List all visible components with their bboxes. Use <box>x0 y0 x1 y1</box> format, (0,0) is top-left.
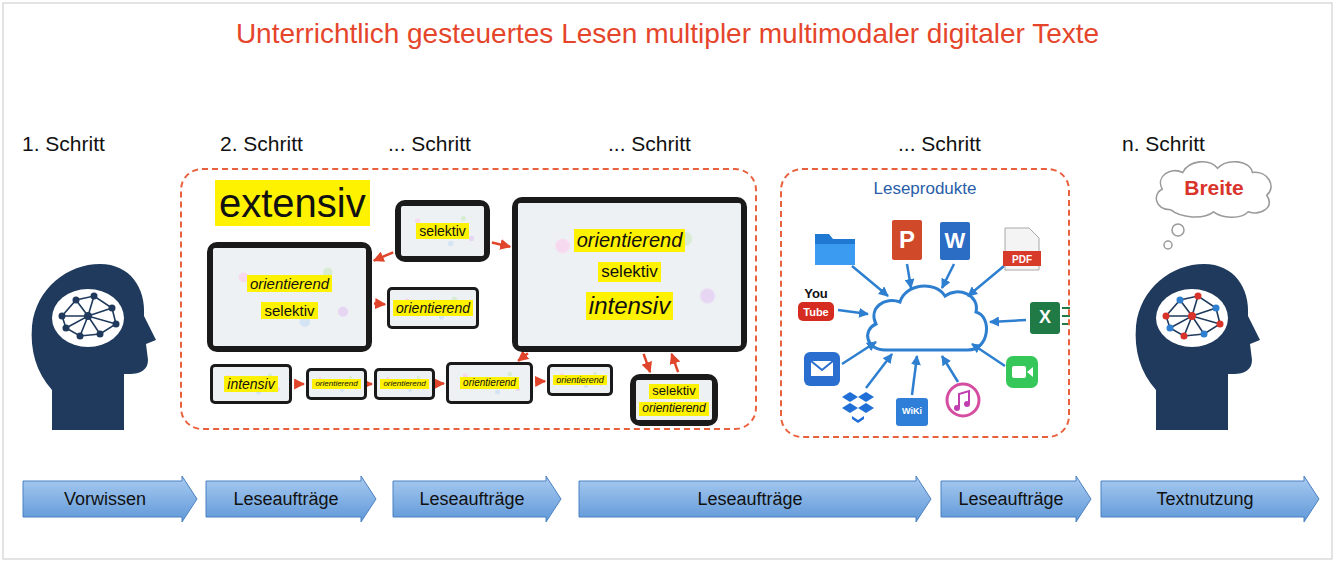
step-label: n. Schritt <box>1122 132 1205 155</box>
arrow-body <box>393 476 561 522</box>
step-arrow: Leseaufträge <box>940 475 1092 523</box>
icon-label: P <box>899 227 915 253</box>
reading-mode: orientierend <box>312 379 360 388</box>
mail-icon <box>804 352 840 386</box>
reading-path-arrow <box>294 383 304 386</box>
tablet: orientierend <box>547 364 613 396</box>
arrow-body <box>941 476 1091 522</box>
reading-path-arrow <box>437 382 444 385</box>
reading-mode: orientierend <box>553 375 607 385</box>
step-label: ... Schritt <box>388 132 471 155</box>
reading-mode: orientierend <box>393 300 473 316</box>
zone-title: extensiv <box>215 180 370 226</box>
icon-label: PDF <box>1012 254 1032 265</box>
tablet: selektiv <box>395 200 490 262</box>
arrow-body <box>206 476 376 522</box>
reading-mode: selektiv <box>261 302 317 319</box>
head-icon <box>1136 264 1260 430</box>
folder-icon <box>815 234 855 265</box>
zone-heading: Leseprodukte <box>782 180 1068 199</box>
youtube-icon <box>798 286 834 321</box>
step-label: 1. Schritt <box>22 132 105 155</box>
tablet: orientierend <box>446 362 533 404</box>
tablet-screen <box>213 248 366 346</box>
reading-path-arrow <box>672 354 679 372</box>
icon-label: Tube <box>803 306 828 318</box>
cloud-shape <box>1156 162 1271 218</box>
arrow-body <box>23 476 197 522</box>
tablet: orientierend <box>306 368 367 400</box>
reading-mode: intensiv <box>586 292 673 320</box>
step-label: ... Schritt <box>608 132 691 155</box>
dropbox-icon <box>842 392 874 423</box>
tablet: orientierend selektiv intensiv <box>512 197 747 352</box>
icon-label: X <box>1039 308 1051 328</box>
reading-mode: selektiv <box>416 223 469 239</box>
word-icon <box>940 222 970 260</box>
reading-path-arrow <box>492 243 510 247</box>
step-label: ... Schritt <box>898 132 981 155</box>
step-label: 2. Schritt <box>220 132 303 155</box>
reading-path-arrow <box>374 252 393 260</box>
thought-bubble: Breite <box>1150 158 1278 218</box>
powerpoint-icon <box>892 220 922 260</box>
tablet: orientierend <box>387 287 479 329</box>
upload-arrows <box>838 264 1026 395</box>
pdf-icon <box>1003 228 1041 270</box>
tablet: orientierend <box>374 368 435 400</box>
reading-mode: orientierend <box>574 229 686 252</box>
reading-mode: orientierend <box>380 379 428 388</box>
reading-path-arrow <box>374 302 385 305</box>
icon-label: You <box>804 287 828 301</box>
reading-zone: extensivorientierendselektivselektivorie… <box>180 168 757 430</box>
step-arrow: Leseaufträge <box>205 475 377 523</box>
step-text: Leseaufträge <box>958 489 1063 510</box>
reading-zone: Leseprodukte <box>780 168 1070 438</box>
reading-mode: selektiv <box>598 262 661 282</box>
reading-mode: orientierend <box>460 377 519 389</box>
reading-path-arrow <box>535 380 545 383</box>
reading-mode: selektiv <box>649 384 698 399</box>
thought-text: Breite <box>1184 176 1244 200</box>
step-text: Leseaufträge <box>697 489 802 510</box>
step-text: Leseaufträge <box>419 489 524 510</box>
icon-label: W <box>945 229 966 253</box>
step-arrow: Leseaufträge <box>578 475 932 523</box>
facetime-icon <box>1006 356 1038 388</box>
arrow-body <box>1101 476 1319 522</box>
step-text: Vorwissen <box>64 489 146 510</box>
excel-icon <box>1030 302 1070 334</box>
music-icon <box>947 384 979 416</box>
title-row: Unterrichtlich gesteuertes Lesen multipl… <box>0 18 1335 50</box>
step-text: Textnutzung <box>1156 489 1253 510</box>
reading-path-arrow <box>644 354 651 372</box>
arrow-body <box>579 476 931 522</box>
tablet: orientierend selektiv <box>207 242 372 352</box>
zone-heading: extensiv <box>215 180 370 226</box>
reading-mode: orientierend <box>247 275 332 292</box>
reading-mode: orientierend <box>639 402 708 416</box>
step-arrow: Textnutzung <box>1100 475 1320 523</box>
tablet: selektiv orientierend <box>630 374 718 426</box>
reading-mode: intensiv <box>224 376 277 392</box>
reading-path-arrow <box>518 353 528 361</box>
tablet: intensiv <box>210 364 292 404</box>
diagram-title: Unterrichtlich gesteuertes Lesen multipl… <box>236 18 1099 50</box>
step-arrow: Leseaufträge <box>392 475 562 523</box>
step-text: Leseaufträge <box>233 489 338 510</box>
step-arrow: Vorwissen <box>22 475 198 523</box>
reading-path-arrow <box>369 383 372 386</box>
wiki-icon <box>896 398 928 426</box>
icon-label: WiKi <box>902 407 922 417</box>
zone-title: Leseprodukte <box>873 180 976 199</box>
head-icon <box>32 264 156 430</box>
